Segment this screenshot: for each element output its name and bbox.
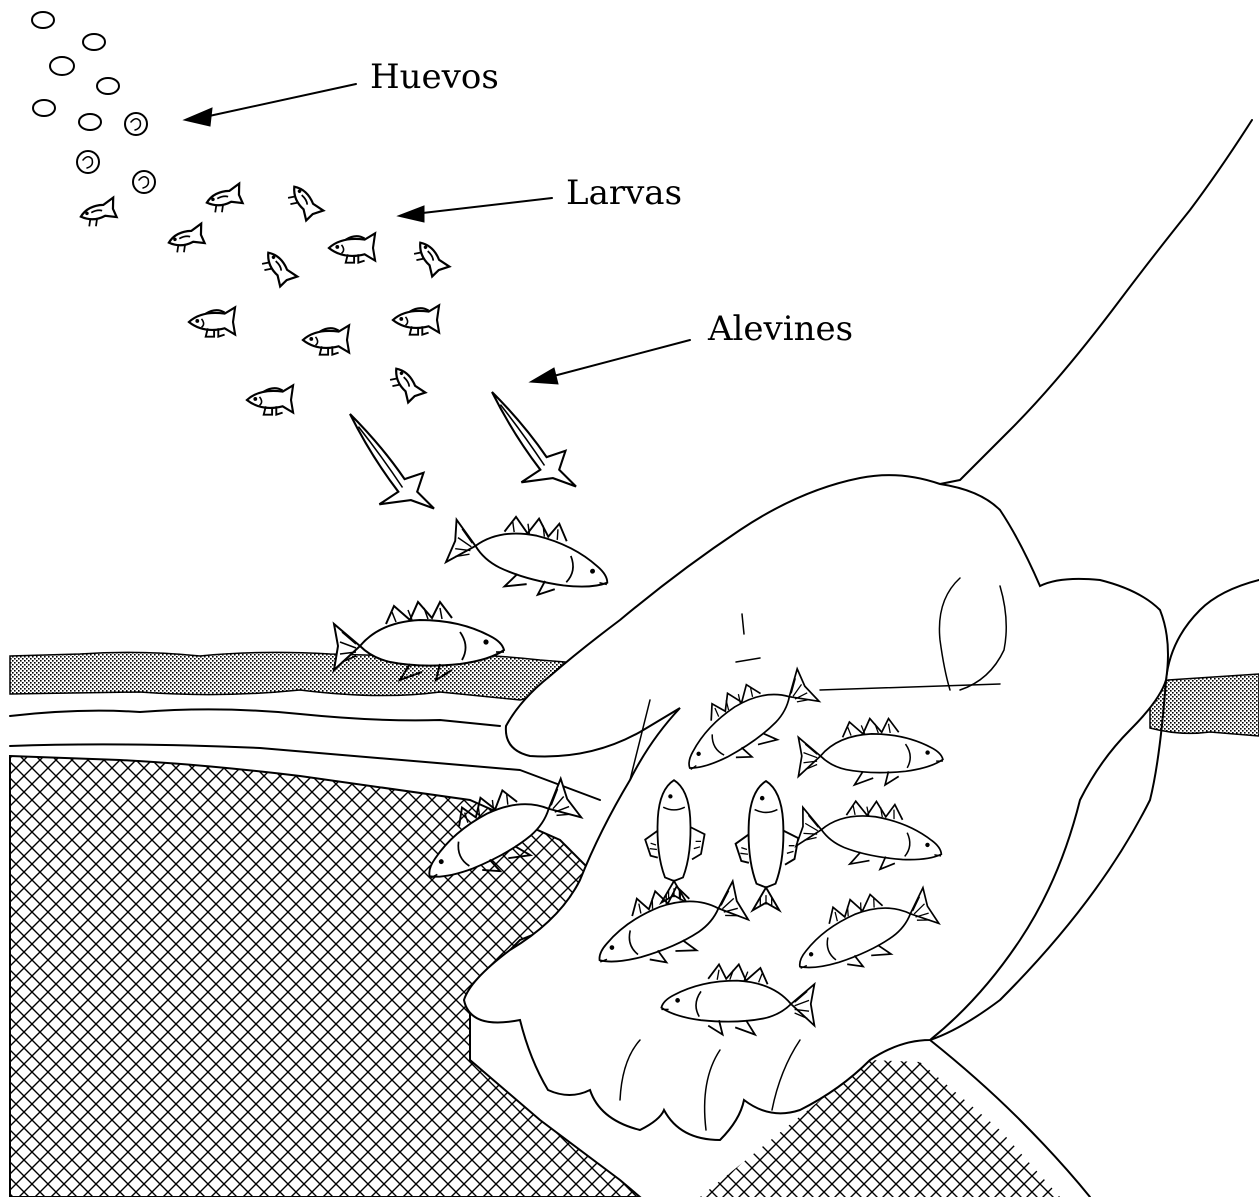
eggs-group xyxy=(32,12,155,193)
egg-developing xyxy=(125,113,147,135)
juvenile xyxy=(492,392,576,487)
larva xyxy=(258,246,298,289)
arm xyxy=(940,120,1252,484)
egg-developing xyxy=(77,151,99,173)
juvenile xyxy=(350,414,434,509)
larvae-group xyxy=(79,180,450,405)
alevin xyxy=(189,307,235,336)
alevin xyxy=(329,233,375,262)
alevin xyxy=(303,325,349,354)
larva xyxy=(167,224,206,255)
arrow-fry xyxy=(530,340,690,384)
egg xyxy=(33,100,55,116)
larva xyxy=(410,236,450,279)
egg-developing xyxy=(133,171,155,193)
larva xyxy=(386,362,426,405)
water-band-left xyxy=(10,652,590,700)
arrow-eggs xyxy=(184,84,356,126)
larva xyxy=(205,184,244,215)
shoreline xyxy=(10,709,500,726)
fish xyxy=(444,499,619,610)
alevin xyxy=(393,305,439,334)
fry-group xyxy=(189,233,576,508)
arrow-larvae xyxy=(398,198,552,222)
egg xyxy=(83,34,105,50)
egg xyxy=(97,78,119,94)
larva xyxy=(79,198,118,229)
egg xyxy=(32,12,54,28)
egg xyxy=(79,114,101,130)
label-larvae: Larvas xyxy=(566,176,682,210)
label-eggs: Huevos xyxy=(370,60,499,94)
alevin xyxy=(247,385,293,414)
egg xyxy=(50,57,74,75)
label-fry: Alevines xyxy=(708,312,853,346)
larva xyxy=(284,180,324,223)
